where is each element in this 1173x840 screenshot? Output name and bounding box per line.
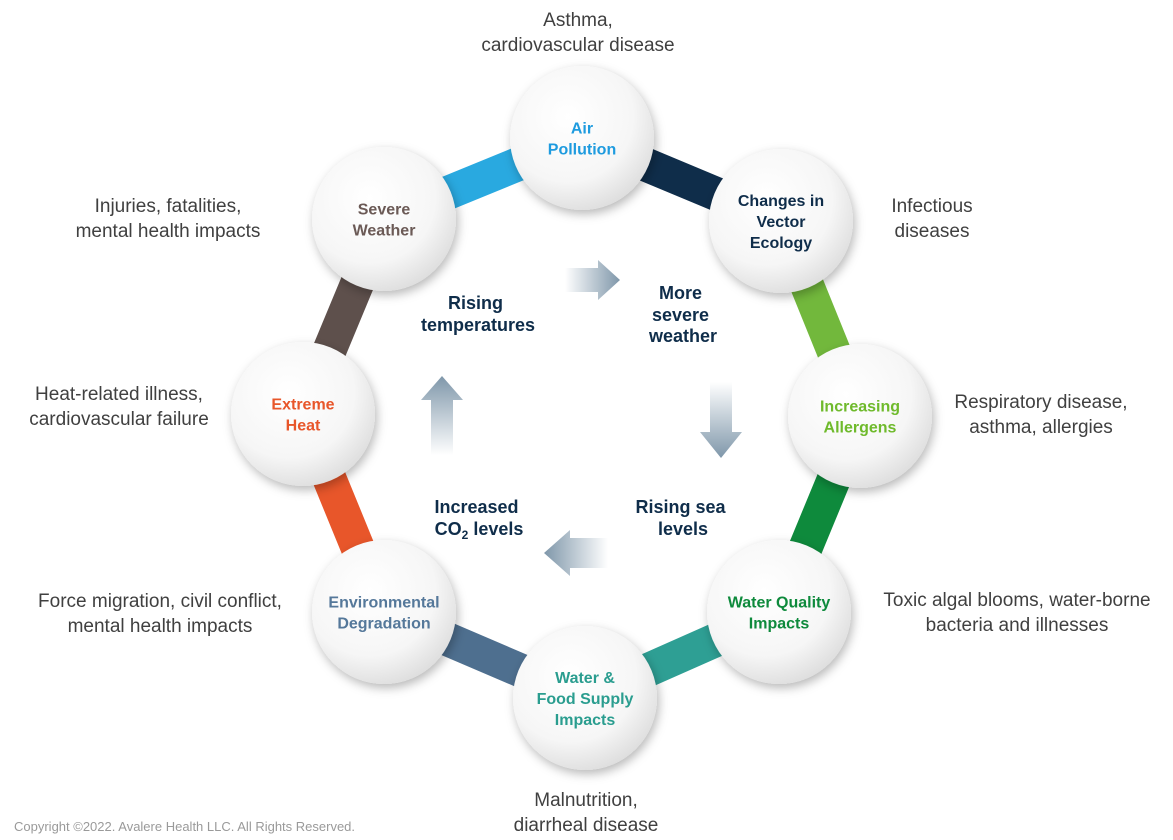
impact-severe-weather: Injuries, fatalities,mental health impac…: [76, 196, 261, 242]
center-increased-co2-levels: Increased CO2 levels: [434, 497, 523, 542]
arrow-left-icon: [544, 530, 608, 576]
impact-extreme-heat: Heat-related illness,cardiovascular fail…: [29, 384, 209, 430]
impact-air-pollution: Asthma,cardiovascular disease: [481, 10, 674, 56]
arrow-up-icon: [421, 376, 463, 455]
copyright-notice: Copyright ©2022. Avalere Health LLC. All…: [14, 819, 356, 834]
center-rising-temperatures: Rising temperatures: [421, 293, 535, 335]
node-circle: [707, 540, 851, 684]
center-rising-sea-levels: Rising sea levels: [635, 497, 730, 539]
node-circle: [312, 147, 456, 291]
arrow-down-icon: [700, 382, 742, 458]
impact-water-food-supply: Malnutrition,diarrheal disease: [514, 790, 659, 836]
node-circle: [510, 66, 654, 210]
node-circle: [312, 540, 456, 684]
node-circle: [231, 342, 375, 486]
arrow-right-icon: [565, 260, 620, 300]
center-cycle-arrows: [421, 260, 742, 576]
center-more-severe-weather: More severe weather: [648, 283, 717, 346]
node-circle: [709, 149, 853, 293]
node-circle: [788, 344, 932, 488]
impact-environmental-degradation: Force migration, civil conflict,mental h…: [38, 591, 282, 637]
node-circle: [513, 626, 657, 770]
impact-increasing-allergens: Respiratory disease,asthma, allergies: [954, 392, 1127, 438]
